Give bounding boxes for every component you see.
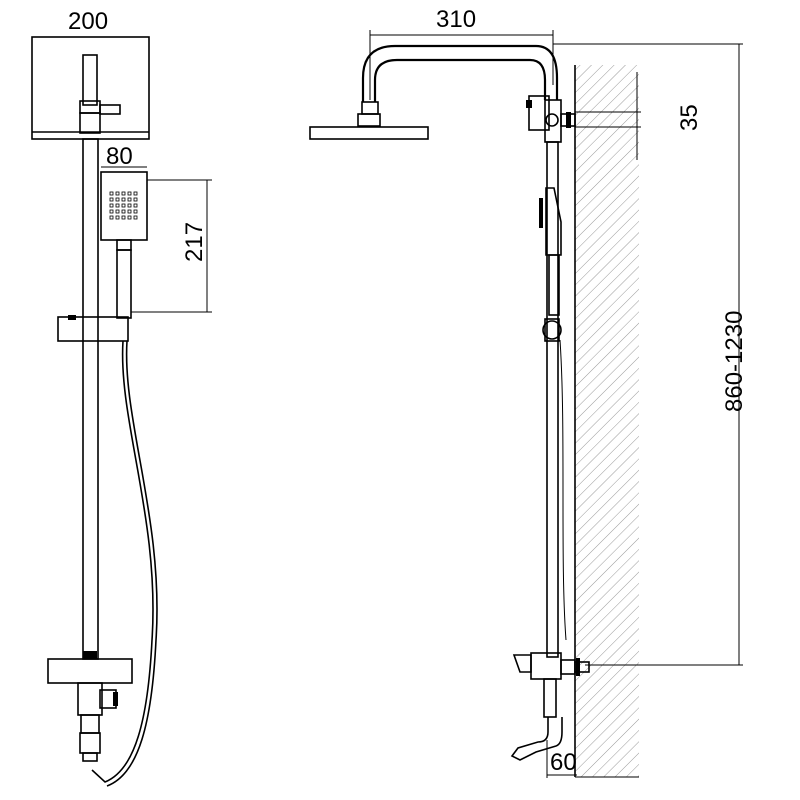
nozzle-dot — [127, 191, 132, 196]
front-view: 200 80 217 — [31, 8, 212, 787]
nozzle-dot — [115, 203, 120, 208]
nozzle-dot — [127, 209, 132, 214]
nozzle-dot — [127, 215, 132, 220]
dim-wall-offset-bottom-label: 60 — [550, 749, 577, 776]
wall-hatch — [575, 65, 639, 777]
nozzle-dot — [121, 203, 126, 208]
nozzle-dot — [121, 191, 126, 196]
dim-hand-width-label: 80 — [106, 143, 133, 170]
nozzle-dot — [115, 215, 120, 220]
nozzle-dot — [133, 191, 138, 196]
nozzle-dot — [109, 215, 114, 220]
front-mixer-body — [47, 658, 133, 684]
nozzle-dot — [109, 209, 114, 214]
dim-hand-height-label: 217 — [181, 222, 208, 262]
nozzle-dot — [115, 191, 120, 196]
side-riser-pipe — [546, 141, 559, 658]
side-shower-head — [309, 126, 429, 140]
front-hand-shower — [100, 171, 148, 241]
front-upper-pipe — [82, 54, 98, 106]
side-hand-shower — [545, 187, 562, 256]
dim-height-range-label: 860-1230 — [721, 311, 748, 412]
front-riser-pipe — [82, 138, 99, 660]
nozzle-dot — [121, 215, 126, 220]
dim-arm-reach-label: 310 — [436, 6, 476, 33]
dim-wall-offset-top-label: 35 — [676, 104, 703, 131]
side-spout — [510, 717, 563, 761]
nozzle-dot — [121, 197, 126, 202]
nozzle-dot — [115, 197, 120, 202]
hand-shower-nozzles — [109, 191, 138, 220]
dim-head-width-label: 200 — [68, 8, 108, 35]
nozzle-dot — [109, 197, 114, 202]
nozzle-dot — [121, 209, 126, 214]
front-shower-head — [31, 36, 150, 140]
side-view: 310 35 860-1230 — [309, 6, 748, 778]
nozzle-dot — [133, 197, 138, 202]
nozzle-dot — [133, 203, 138, 208]
nozzle-dot — [127, 197, 132, 202]
nozzle-dot — [109, 203, 114, 208]
nozzle-dot — [133, 215, 138, 220]
side-shower-arm — [361, 44, 559, 102]
nozzle-dot — [133, 209, 138, 214]
nozzle-dot — [115, 209, 120, 214]
nozzle-dot — [127, 203, 132, 208]
front-slider-bracket — [57, 316, 129, 342]
nozzle-dot — [109, 191, 114, 196]
front-hose — [91, 340, 154, 783]
